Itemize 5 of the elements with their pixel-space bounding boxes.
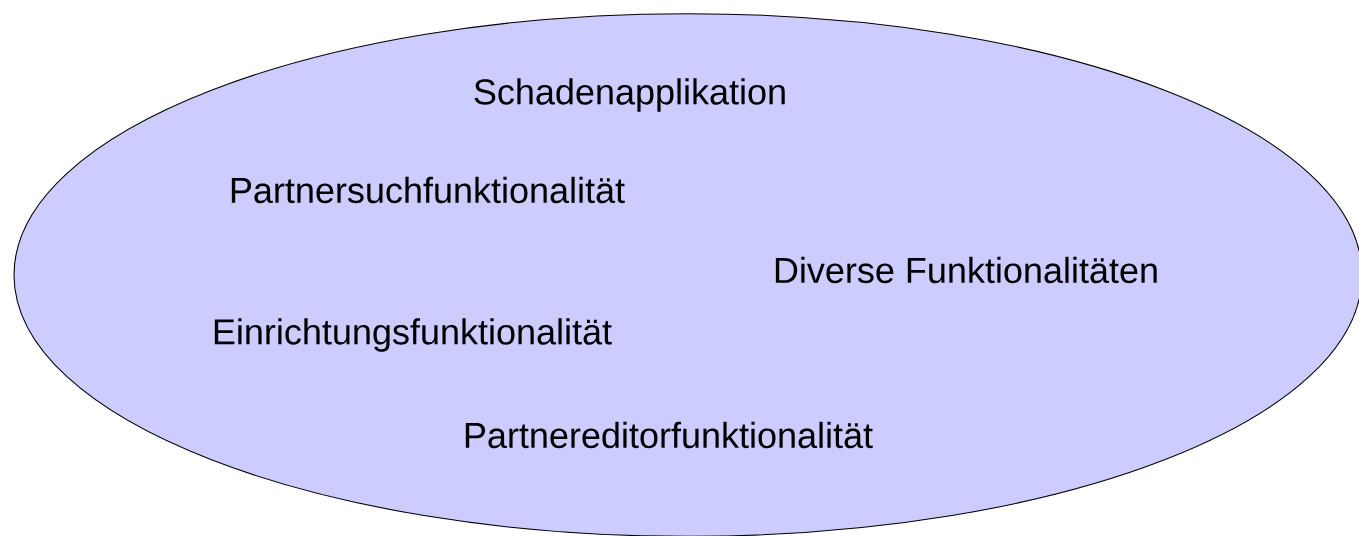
label-text: Einrichtungsfunktionalität xyxy=(214,318,612,352)
label-text: Partnersuchfunktionalität xyxy=(231,176,625,204)
label-text: Diverse Funktionalitäten xyxy=(775,256,1157,284)
label-text: Schadenapplikation xyxy=(474,78,785,112)
label-text: Partnereditorfunktionalität xyxy=(465,421,873,449)
